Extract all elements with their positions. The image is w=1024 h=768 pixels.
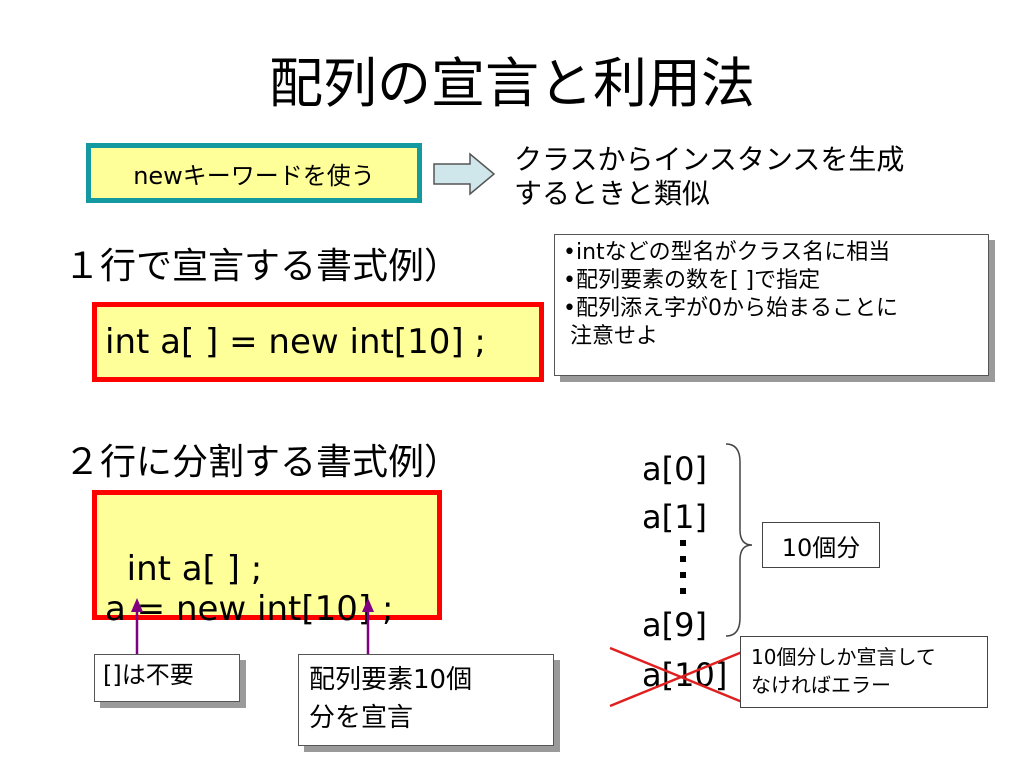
ellipsis-dots [680,540,686,594]
array-element-0: a[0] [642,450,707,488]
two-line-code: int a[ ] ; a = new int[10] ; [105,549,394,629]
declare-pointer-arrow [362,598,374,654]
array-element-1: a[1] [642,498,707,536]
two-line-code-box: int a[ ] ; a = new int[10] ; [92,490,442,629]
cross-out-icon [609,646,753,708]
two-line-example-heading: ２行に分割する書式例） [64,442,461,483]
one-line-example-heading: １行で宣言する書式例） [64,246,461,287]
ten-elements-count-box: 10個分 [762,522,880,568]
brackets-pointer-arrow [131,598,143,654]
slide-title: 配列の宣言と利用法 [269,52,755,115]
new-keyword-box: newキーワードを使う [86,143,422,203]
array-element-9: a[9] [642,606,707,644]
one-line-code: int a[ ] = new int[10] ; [105,322,486,362]
out-of-range-error-note: 10個分しか宣言して なければエラー [740,636,988,708]
type-name-note: •intなどの型名がクラス名に相当 •配列要素の数を[ ]で指定 •配列添え字が… [554,234,989,376]
new-keyword-label: newキーワードを使う [133,161,375,190]
declare-ten-elements-label: 配列要素10個 分を宣言 [298,654,554,746]
class-instance-analogy-text: クラスからインスタンスを生成 するときと類似 [514,143,905,210]
right-brace [725,443,753,637]
right-arrow-icon [433,152,496,196]
brackets-not-needed-label: []は不要 [94,654,240,702]
ten-elements-count: 10個分 [781,533,861,562]
one-line-code-box: int a[ ] = new int[10] ; [92,302,544,382]
